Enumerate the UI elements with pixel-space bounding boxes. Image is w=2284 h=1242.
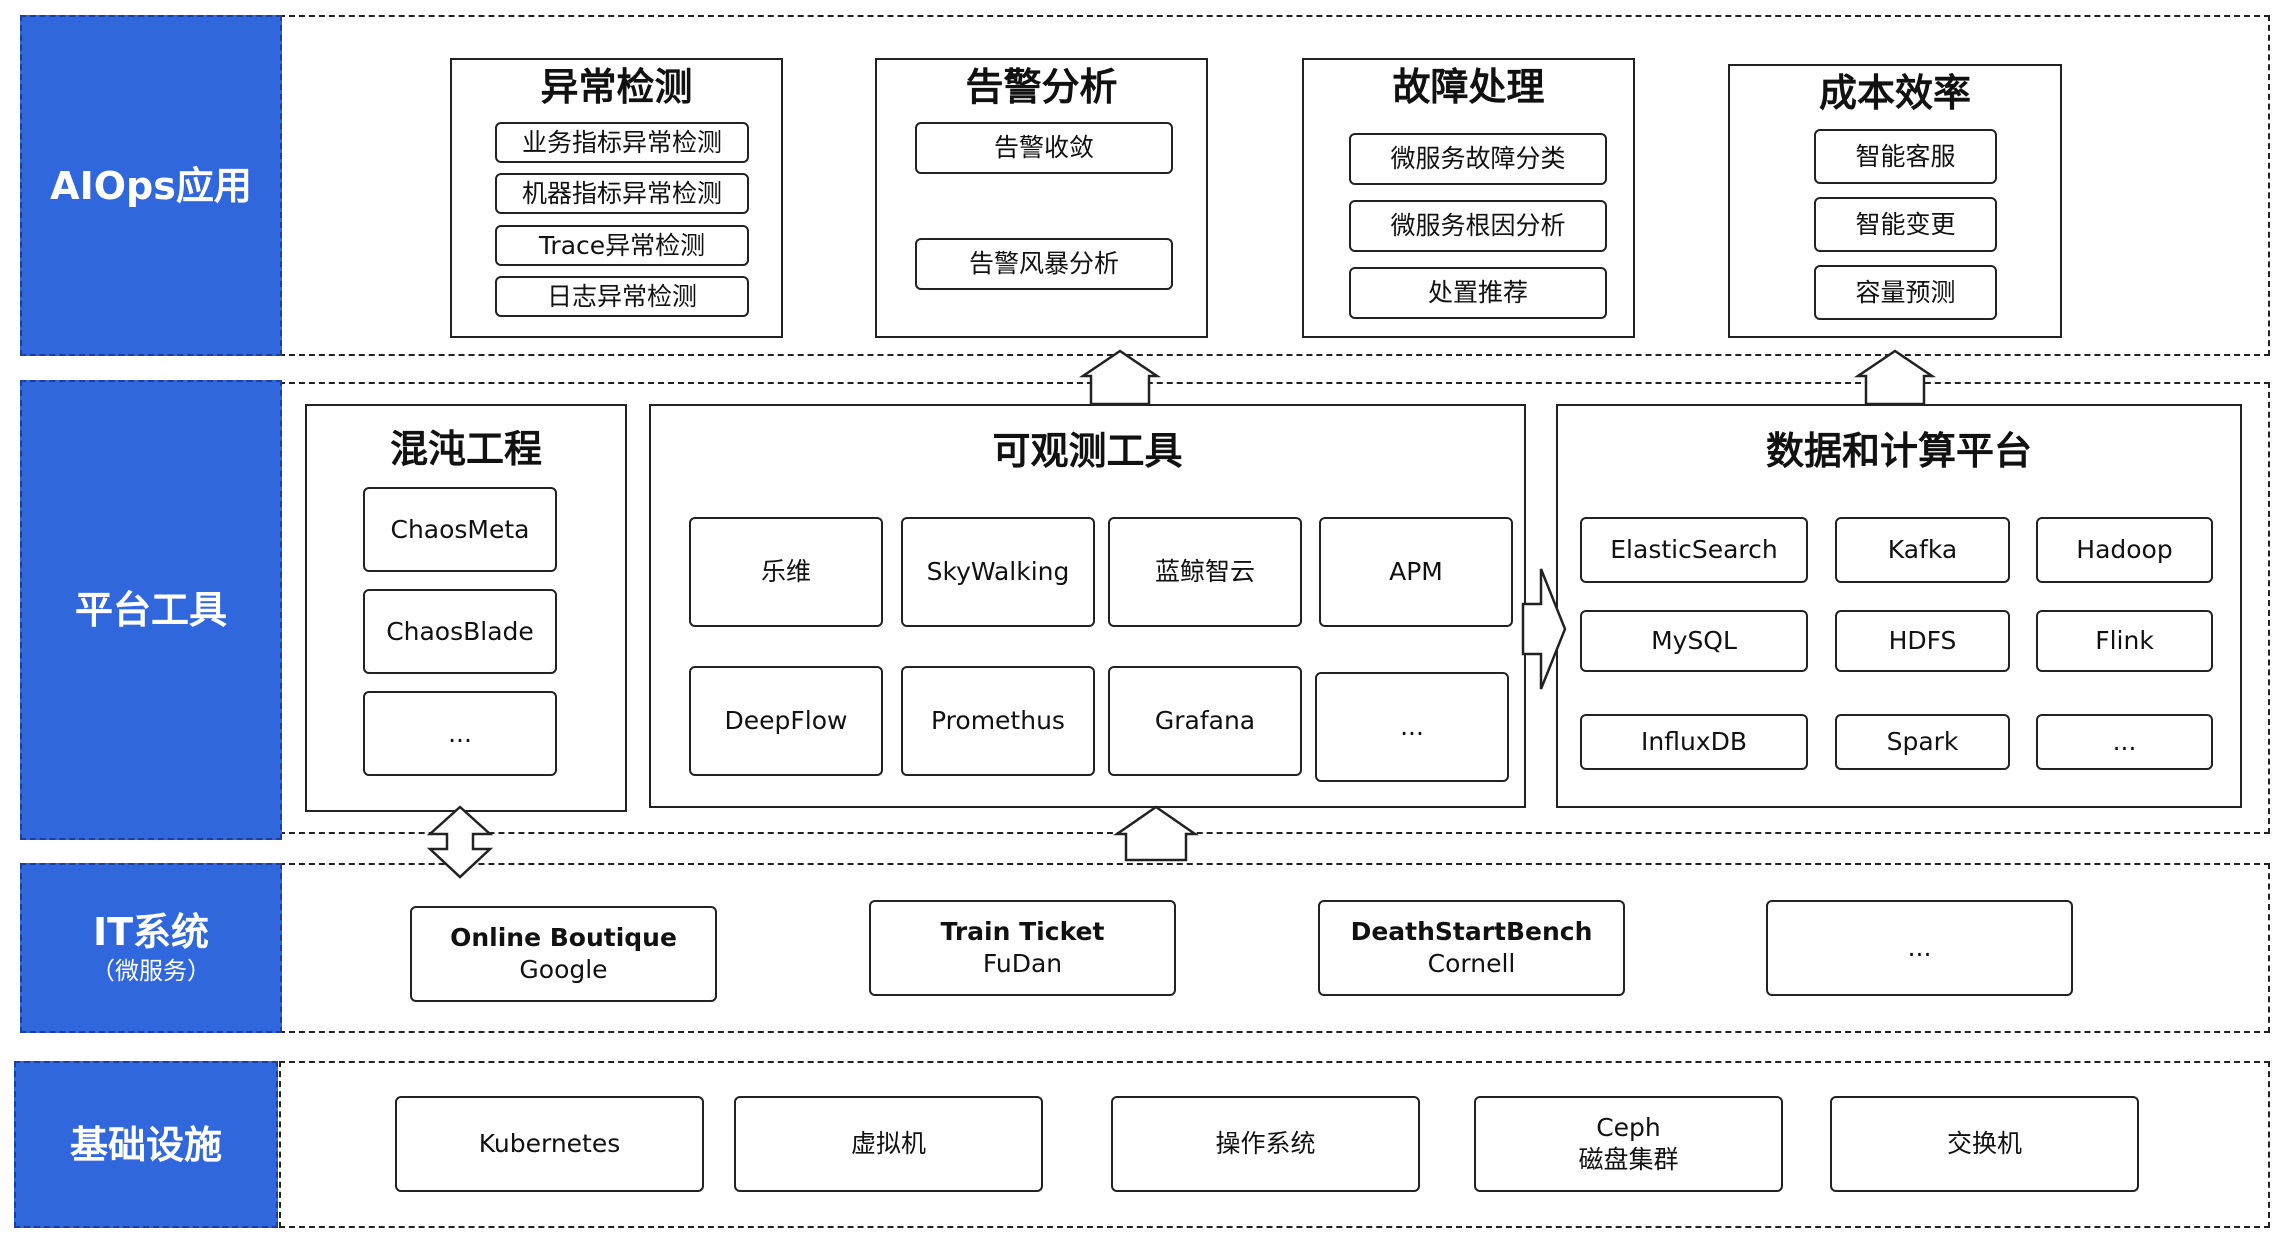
it-system-org: FuDan — [982, 949, 1063, 978]
up-arrow-icon — [1853, 349, 1937, 406]
infra-item-box[interactable]: Kubernetes — [395, 1096, 704, 1192]
chaos-tool-box[interactable]: ChaosMeta — [363, 487, 557, 572]
data-platform-box[interactable]: ElasticSearch — [1580, 517, 1808, 583]
fault-handling-title: 故障处理 — [1392, 65, 1545, 109]
it-system-box[interactable]: DeathStartBench Cornell — [1318, 900, 1625, 996]
chaos-engineering-group: 混沌工程 ChaosMeta ChaosBlade ... — [305, 404, 627, 812]
it-system-name: Online Boutique — [450, 923, 677, 952]
observability-tool-box[interactable]: 蓝鲸智云 — [1108, 517, 1302, 627]
observability-tools-title: 可观测工具 — [992, 429, 1183, 473]
observability-tool-box[interactable]: ... — [1315, 672, 1509, 782]
it-layer-title: IT系统 — [92, 910, 210, 954]
observability-tool-box[interactable]: 乐维 — [689, 517, 883, 627]
alert-analysis-group: 告警分析 告警收敛 告警风暴分析 — [875, 58, 1208, 338]
data-platform-box[interactable]: ... — [2036, 714, 2213, 770]
data-platform-box[interactable]: Hadoop — [2036, 517, 2213, 583]
infra-layer-frame — [279, 1061, 2270, 1228]
infra-item-box[interactable]: 虚拟机 — [734, 1096, 1043, 1192]
data-platform-box[interactable]: InfluxDB — [1580, 714, 1808, 770]
aiops-layer-label: AIOps应用 — [20, 15, 282, 356]
cost-efficiency-group: 成本效率 智能客服 智能变更 容量预测 — [1728, 64, 2062, 338]
data-platform-box[interactable]: MySQL — [1580, 610, 1808, 672]
chaos-engineering-title: 混沌工程 — [389, 427, 542, 471]
it-system-name: Train Ticket — [940, 917, 1105, 946]
it-system-org: Google — [519, 955, 608, 984]
anomaly-item[interactable]: 日志异常检测 — [495, 276, 749, 317]
infra-item-line1: Ceph — [1596, 1113, 1661, 1142]
it-layer-subtitle: （微服务） — [91, 957, 211, 985]
observability-tool-box[interactable]: Grafana — [1108, 666, 1302, 776]
alert-analysis-title: 告警分析 — [965, 65, 1118, 109]
data-platform-box[interactable]: Flink — [2036, 610, 2213, 672]
it-system-org: Cornell — [1427, 949, 1516, 978]
infra-item-box[interactable]: 交换机 — [1830, 1096, 2139, 1192]
platform-layer-label: 平台工具 — [20, 380, 282, 840]
anomaly-detection-group: 异常检测 业务指标异常检测 机器指标异常检测 Trace异常检测 日志异常检测 — [450, 58, 783, 338]
alert-item[interactable]: 告警收敛 — [915, 122, 1173, 174]
it-system-box[interactable]: Online Boutique Google — [410, 906, 717, 1002]
it-system-box[interactable]: ... — [1766, 900, 2073, 996]
observability-tool-box[interactable]: DeepFlow — [689, 666, 883, 776]
infra-item-line1: 交换机 — [1946, 1129, 2022, 1158]
cost-item[interactable]: 容量预测 — [1814, 265, 1997, 320]
infra-item-box[interactable]: 操作系统 — [1111, 1096, 1420, 1192]
up-arrow-icon — [1078, 349, 1162, 406]
observability-tool-box[interactable]: SkyWalking — [901, 517, 1095, 627]
data-platform-box[interactable]: Spark — [1835, 714, 2010, 770]
right-arrow-icon — [1521, 568, 1567, 690]
fault-handling-group: 故障处理 微服务故障分类 微服务根因分析 处置推荐 — [1302, 58, 1635, 338]
data-compute-platform-group: 数据和计算平台 ElasticSearch Kafka Hadoop MySQL… — [1556, 404, 2242, 808]
anomaly-detection-title: 异常检测 — [540, 65, 693, 109]
data-compute-platform-title: 数据和计算平台 — [1765, 429, 2032, 473]
infra-layer-title: 基础设施 — [69, 1122, 222, 1167]
it-system-org: ... — [1907, 933, 1932, 962]
observability-tool-box[interactable]: Promethus — [901, 666, 1095, 776]
observability-tools-group: 可观测工具 乐维 SkyWalking 蓝鲸智云 APM DeepFlow Pr… — [649, 404, 1526, 808]
anomaly-item[interactable]: 机器指标异常检测 — [495, 173, 749, 214]
chaos-tool-box[interactable]: ... — [363, 691, 557, 776]
up-arrow-icon — [1112, 805, 1200, 862]
it-system-name: DeathStartBench — [1350, 917, 1593, 946]
infra-item-box[interactable]: Ceph 磁盘集群 — [1474, 1096, 1783, 1192]
double-arrow-icon — [426, 805, 494, 879]
observability-tool-box[interactable]: APM — [1319, 517, 1513, 627]
anomaly-item[interactable]: Trace异常检测 — [495, 225, 749, 266]
chaos-tool-box[interactable]: ChaosBlade — [363, 589, 557, 674]
infra-item-line2: 磁盘集群 — [1578, 1145, 1679, 1174]
cost-item[interactable]: 智能客服 — [1814, 129, 1997, 184]
alert-item[interactable]: 告警风暴分析 — [915, 238, 1173, 290]
infra-item-line1: Kubernetes — [478, 1129, 621, 1158]
data-platform-box[interactable]: HDFS — [1835, 610, 2010, 672]
cost-item[interactable]: 智能变更 — [1814, 197, 1997, 252]
aiops-layer-title: AIOps应用 — [50, 163, 252, 208]
fault-item[interactable]: 微服务故障分类 — [1349, 133, 1607, 185]
cost-efficiency-title: 成本效率 — [1818, 71, 1971, 115]
it-system-box[interactable]: Train Ticket FuDan — [869, 900, 1176, 996]
infra-item-line1: 虚拟机 — [850, 1129, 926, 1158]
infra-item-line1: 操作系统 — [1215, 1129, 1316, 1158]
anomaly-item[interactable]: 业务指标异常检测 — [495, 122, 749, 163]
data-platform-box[interactable]: Kafka — [1835, 517, 2010, 583]
fault-item[interactable]: 微服务根因分析 — [1349, 200, 1607, 252]
it-layer-label: IT系统 （微服务） — [20, 863, 282, 1033]
fault-item[interactable]: 处置推荐 — [1349, 267, 1607, 319]
platform-layer-title: 平台工具 — [74, 588, 227, 632]
infra-layer-label: 基础设施 — [14, 1061, 278, 1228]
